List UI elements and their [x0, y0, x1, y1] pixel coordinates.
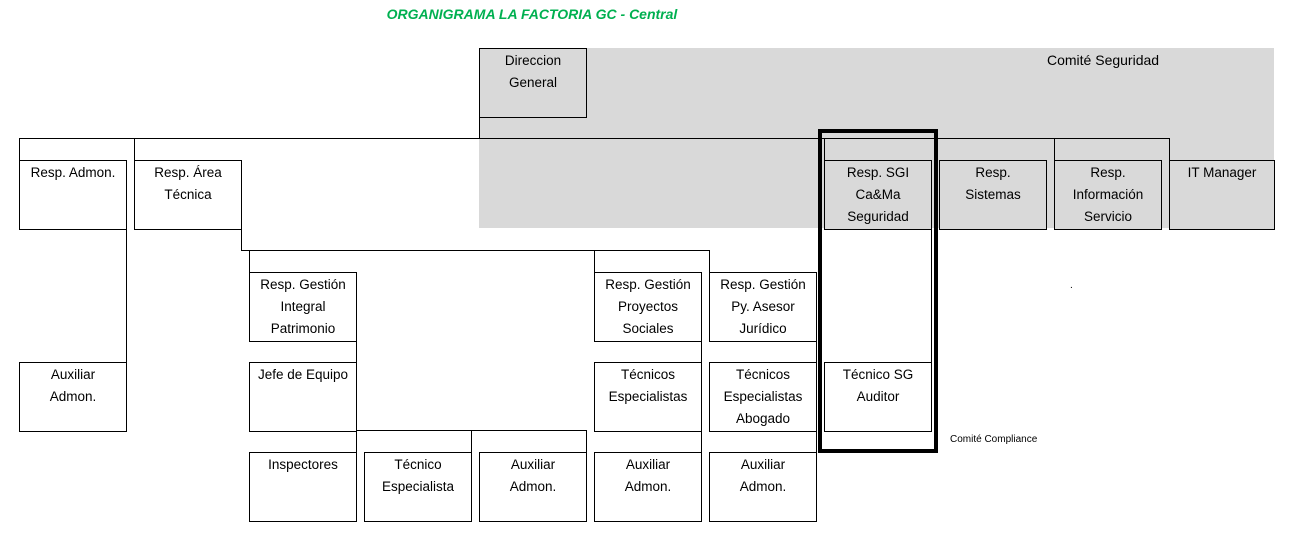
connector: [134, 138, 135, 160]
stray-dot: .: [1070, 280, 1073, 291]
box-jefe-equipo: Jefe de Equipo: [249, 362, 357, 432]
connector: [356, 340, 357, 362]
connector: [241, 250, 710, 251]
box-resp-area-tecnica: Resp. Área Técnica: [134, 160, 242, 230]
connector: [471, 430, 472, 452]
connector: [931, 228, 932, 362]
box-auxiliar-admon: Auxiliar Admon.: [479, 452, 587, 522]
box-resp-gestion-juridico: Resp. Gestión Py. Asesor Jurídico: [709, 272, 817, 342]
connector: [594, 250, 595, 272]
box-direccion-general: Direccion General: [479, 48, 587, 118]
box-tecnico-especialista: Técnico Especialista: [364, 452, 472, 522]
connector: [356, 430, 357, 452]
box-resp-informacion: Resp. Información Servicio: [1054, 160, 1162, 230]
box-resp-admon: Resp. Admon.: [19, 160, 127, 230]
box-auxiliar-admon: Auxiliar Admon.: [709, 452, 817, 522]
comite-seguridad-label: Comité Seguridad: [1047, 52, 1160, 68]
connector: [241, 228, 242, 250]
connector: [19, 138, 20, 160]
box-tecnicos-abogado: Técnicos Especialistas Abogado: [709, 362, 817, 432]
connector: [824, 138, 825, 160]
chart-title: ORGANIGRAMA LA FACTORIA GC - Central: [386, 6, 678, 22]
box-auxiliar-admon: Auxiliar Admon.: [19, 362, 127, 432]
box-resp-gestion-integral: Resp. Gestión Integral Patrimonio: [249, 272, 357, 342]
connector: [1169, 138, 1170, 160]
comite-compliance-frame: [818, 129, 938, 453]
connector: [249, 250, 250, 272]
box-tecnicos-especialistas: Técnicos Especialistas: [594, 362, 702, 432]
box-inspectores: Inspectores: [249, 452, 357, 522]
box-resp-sgi: Resp. SGI Ca&Ma Seguridad: [824, 160, 932, 230]
connector: [19, 138, 1170, 139]
connector: [126, 228, 127, 362]
box-it-manager: IT Manager: [1169, 160, 1275, 230]
comite-compliance-label: Comité Compliance: [950, 434, 1038, 445]
box-tecnico-sg: Técnico SG Auditor: [824, 362, 932, 432]
connector: [709, 250, 710, 272]
connector: [1054, 138, 1055, 160]
box-resp-sistemas: Resp. Sistemas: [939, 160, 1047, 230]
box-resp-gestion-proyectos: Resp. Gestión Proyectos Sociales: [594, 272, 702, 342]
connector: [479, 116, 480, 138]
connector: [586, 430, 587, 452]
box-auxiliar-admon: Auxiliar Admon.: [594, 452, 702, 522]
